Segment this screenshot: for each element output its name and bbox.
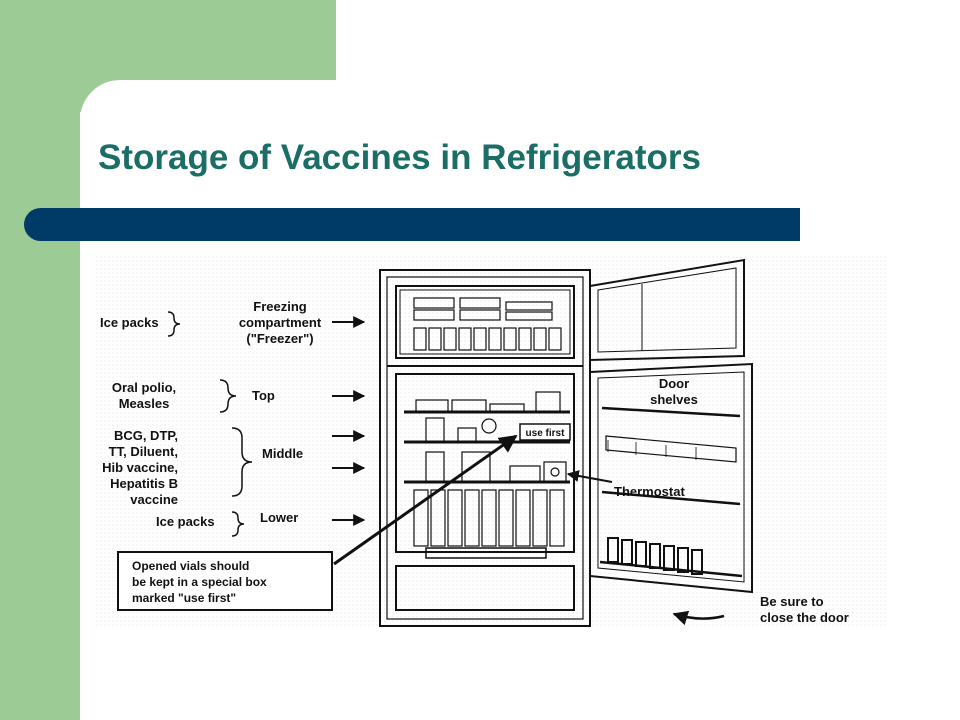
use-first-box: use first xyxy=(520,424,570,440)
svg-text:Hepatitis B: Hepatitis B xyxy=(110,476,178,491)
opened-vials-note: Opened vials should be kept in a special… xyxy=(118,552,332,610)
label-thermostat: Thermostat xyxy=(614,484,685,499)
svg-text:Top: Top xyxy=(252,388,275,403)
svg-text:shelves: shelves xyxy=(650,392,698,407)
svg-text:Hib vaccine,: Hib vaccine, xyxy=(102,460,178,475)
svg-text:Ice packs: Ice packs xyxy=(100,315,159,330)
svg-text:Freezing: Freezing xyxy=(253,299,307,314)
svg-text:close the door: close the door xyxy=(760,610,849,625)
svg-text:Opened vials should: Opened vials should xyxy=(132,559,249,573)
svg-text:marked "use first": marked "use first" xyxy=(132,591,236,605)
svg-text:TT, Diluent,: TT, Diluent, xyxy=(109,444,178,459)
slide-title: Storage of Vaccines in Refrigerators xyxy=(98,138,701,178)
svg-text:BCG, DTP,: BCG, DTP, xyxy=(114,428,178,443)
title-underline-bar xyxy=(64,208,800,241)
svg-text:Measles: Measles xyxy=(119,396,170,411)
svg-text:Middle: Middle xyxy=(262,446,303,461)
svg-text:Thermostat: Thermostat xyxy=(614,484,685,499)
svg-text:Ice packs: Ice packs xyxy=(156,514,215,529)
svg-text:Oral polio,: Oral polio, xyxy=(112,380,176,395)
svg-text:Lower: Lower xyxy=(260,510,298,525)
svg-text:Be sure to: Be sure to xyxy=(760,594,824,609)
title-underline-cap xyxy=(24,208,104,241)
refrigerator-diagram: use first Ice packs Free xyxy=(96,256,886,628)
svg-text:("Freezer"): ("Freezer") xyxy=(246,331,313,346)
use-first-label: use first xyxy=(526,428,566,439)
svg-text:compartment: compartment xyxy=(239,315,322,330)
svg-text:Door: Door xyxy=(659,376,689,391)
svg-text:be kept in a special box: be kept in a special box xyxy=(132,575,267,589)
svg-text:vaccine: vaccine xyxy=(130,492,178,507)
